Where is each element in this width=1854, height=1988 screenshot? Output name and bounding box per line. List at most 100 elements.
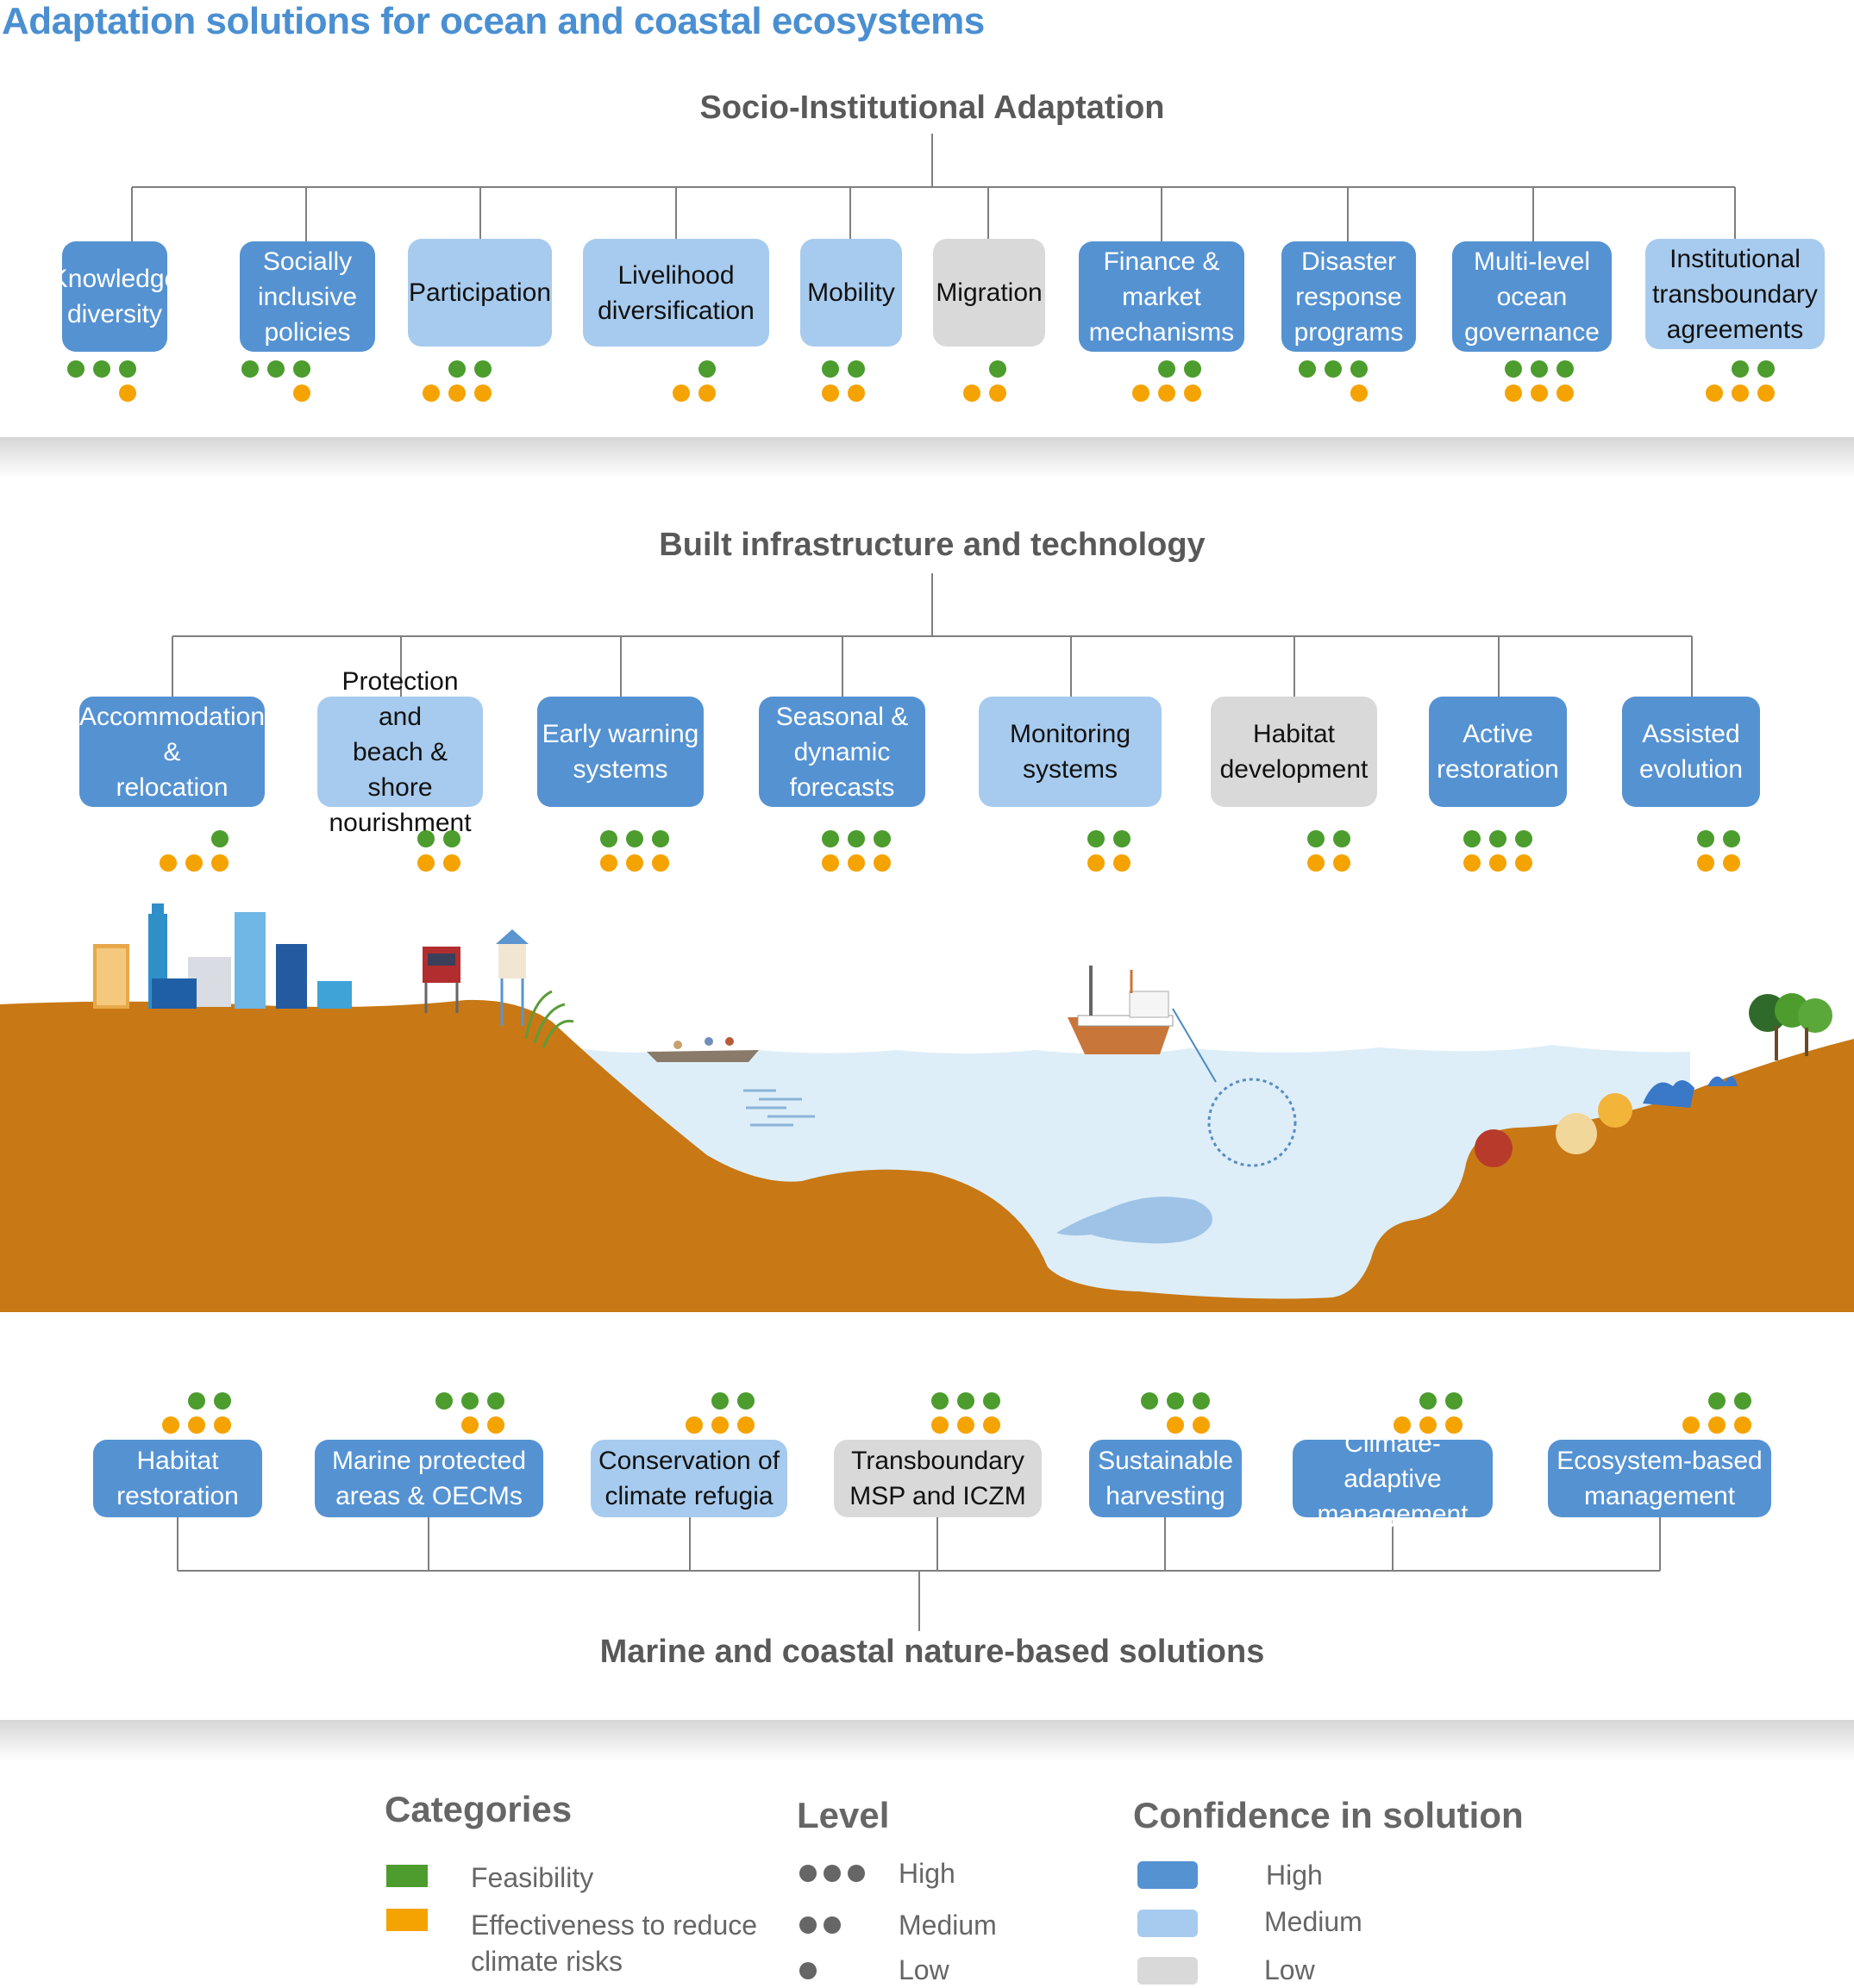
feasibility-dot [1505, 360, 1522, 378]
feasibility-dot [93, 360, 110, 378]
feasibility-dot [67, 360, 85, 378]
level-dot [799, 1865, 817, 1882]
effectiveness-dot [1394, 1416, 1411, 1434]
feasibility-dot [1299, 360, 1316, 378]
effectiveness-dot [1708, 1416, 1726, 1434]
page-title: Adaptation solutions for ocean and coast… [2, 0, 985, 42]
effectiveness-dot [983, 1416, 1000, 1434]
built-solution-box: Seasonal & dynamic forecasts [759, 697, 925, 807]
feasibility-dot [1350, 360, 1368, 378]
feasibility-dot [1333, 830, 1350, 847]
nature-solution-box: Marine protected areas & OECMs [315, 1440, 543, 1517]
socio-solution-box: Livelihood diversification [583, 239, 769, 347]
feasibility-dot [119, 360, 136, 378]
effectiveness-dot [162, 1416, 179, 1434]
effectiveness-dot [185, 854, 203, 872]
effectiveness-dot [652, 854, 669, 872]
nature-solution-box: Conservation of climate refugia [591, 1440, 787, 1517]
feasibility-dot [931, 1392, 949, 1410]
effectiveness-dot [737, 1416, 755, 1434]
mangrove-trees-icon [1749, 993, 1832, 1060]
whale-icon [1056, 1197, 1212, 1244]
fishing-boat-icon [1068, 966, 1217, 1083]
seagrass-icon [524, 990, 574, 1048]
level-dot [799, 1916, 817, 1934]
separator-band [0, 437, 1854, 478]
effectiveness-dot [423, 384, 440, 402]
legend-confidence-low: Low [1264, 1954, 1315, 1985]
effectiveness-swatch [386, 1909, 428, 1931]
effectiveness-dot [1682, 1416, 1700, 1434]
effectiveness-dot [119, 384, 136, 402]
socio-solution-box: Socially inclusive policies [240, 241, 375, 352]
separator-band [0, 1720, 1854, 1761]
effectiveness-dot [188, 1416, 205, 1434]
nature-solution-box: Habitat restoration [93, 1440, 262, 1517]
effectiveness-dot [1333, 854, 1350, 872]
effectiveness-dot [417, 854, 435, 872]
feasibility-dot [1531, 360, 1548, 378]
effectiveness-dot [822, 384, 839, 402]
effectiveness-dot [931, 1416, 949, 1434]
effectiveness-dot [711, 1416, 729, 1434]
feasibility-dot [461, 1392, 479, 1410]
feasibility-dot [211, 830, 229, 847]
effectiveness-dot [1463, 854, 1481, 872]
coastal-landscape-illustration [0, 903, 1854, 1312]
level-dot [824, 1865, 841, 1882]
built-solution-box: Early warning systems [537, 697, 704, 807]
legend-confidence-title: Confidence in solution [1133, 1795, 1524, 1835]
legend-confidence-high: High [1266, 1860, 1323, 1891]
feasibility-dot [874, 830, 891, 847]
effectiveness-dot [1706, 384, 1723, 402]
feasibility-dot [188, 1392, 205, 1410]
confidence-high-swatch [1137, 1861, 1198, 1889]
effectiveness-dot [1158, 384, 1175, 402]
feasibility-swatch [386, 1865, 428, 1887]
effectiveness-dot [686, 1416, 703, 1434]
effectiveness-dot [1113, 854, 1131, 872]
effectiveness-dot [1732, 384, 1749, 402]
effectiveness-dot [474, 384, 492, 402]
effectiveness-dot [1132, 384, 1149, 402]
feasibility-dot [1556, 360, 1574, 378]
feasibility-dot [1141, 1392, 1158, 1410]
feasibility-dot [487, 1392, 504, 1410]
effectiveness-dot [963, 384, 980, 402]
effectiveness-dot [626, 854, 643, 872]
fish-school-icon [743, 1089, 815, 1127]
effectiveness-dot [1193, 1416, 1210, 1434]
feasibility-dot [652, 830, 669, 847]
effectiveness-dot [461, 1416, 479, 1434]
socio-solution-box: Migration [933, 239, 1045, 347]
feasibility-dot [1463, 830, 1481, 847]
effectiveness-dot [874, 854, 891, 872]
effectiveness-dot [448, 384, 466, 402]
socio-solution-box: Disaster response programs [1281, 241, 1416, 352]
effectiveness-dot [1419, 1416, 1437, 1434]
feasibility-dot [1113, 830, 1131, 847]
feasibility-dot [1167, 1392, 1184, 1410]
feasibility-dot [1732, 360, 1749, 378]
effectiveness-dot [698, 384, 716, 402]
seabed [0, 999, 1854, 1312]
section-title-nature: Marine and coastal nature-based solution… [599, 1634, 1265, 1670]
feasibility-dot [822, 830, 839, 847]
feasibility-dot [435, 1392, 453, 1410]
effectiveness-dot [989, 384, 1006, 402]
section-title-socio: Socio-Institutional Adaptation [699, 90, 1165, 126]
effectiveness-dot [160, 854, 177, 872]
city-buildings-icon [93, 903, 352, 1009]
stilt-house-icon [423, 929, 529, 1026]
effectiveness-dot [487, 1416, 504, 1434]
feasibility-dot [1489, 830, 1506, 847]
effectiveness-dot [1087, 854, 1105, 872]
effectiveness-dot [1489, 854, 1506, 872]
feasibility-dot [983, 1392, 1000, 1410]
built-solution-box: Active restoration [1429, 697, 1567, 807]
feasibility-dot [711, 1392, 729, 1410]
effectiveness-dot [1723, 854, 1740, 872]
feasibility-dot [267, 360, 285, 378]
built-solution-box: Assisted evolution [1622, 697, 1760, 807]
feasibility-dot [293, 360, 310, 378]
